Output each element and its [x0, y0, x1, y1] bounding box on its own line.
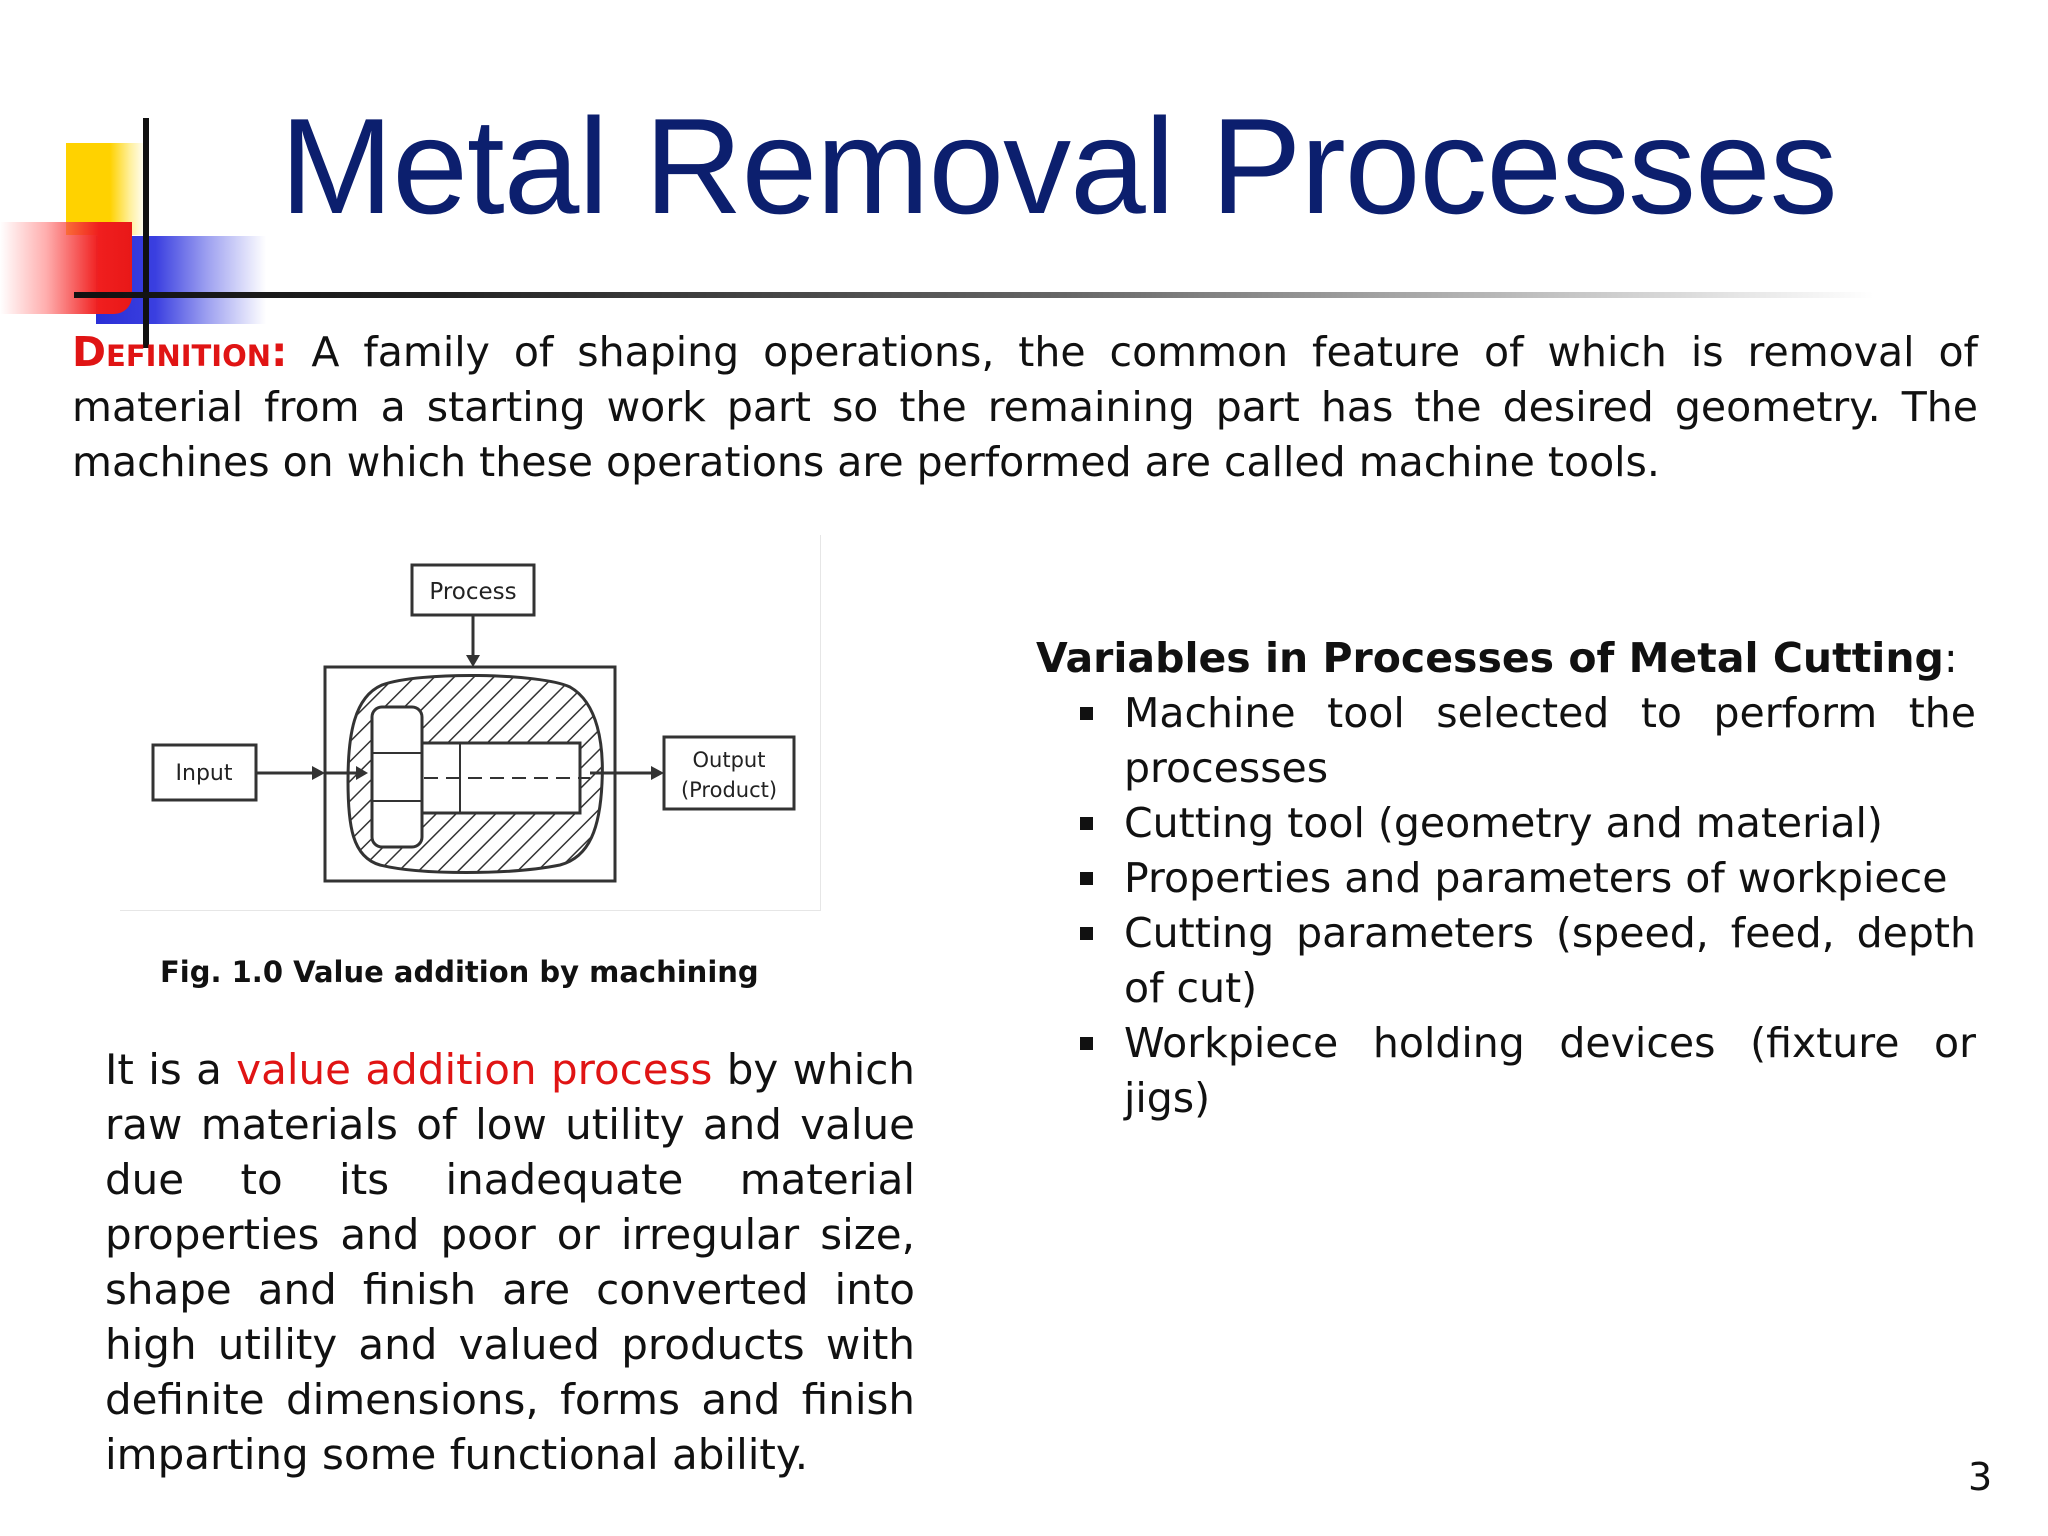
square-bullet-icon — [1080, 872, 1093, 885]
variables-heading-text: Variables in Processes of Metal Cutting — [1036, 634, 1944, 682]
figure-caption: Fig. 1.0 Value addition by machining — [160, 955, 759, 989]
variables-section: Variables in Processes of Metal Cutting:… — [1036, 630, 1976, 1126]
list-item: Machine tool selected to perform the pro… — [1036, 686, 1976, 796]
output-product-label: (Product) — [681, 778, 777, 802]
process-label: Process — [429, 579, 516, 605]
value-addition-paragraph: It is a value addition process by which … — [105, 1042, 915, 1482]
square-bullet-icon — [1080, 927, 1093, 940]
title-underline — [74, 292, 1874, 298]
variables-list: Machine tool selected to perform the pro… — [1036, 686, 1976, 1126]
decor-yellow-square — [66, 143, 146, 235]
value-text-suffix: by which raw materials of low utility an… — [105, 1045, 915, 1479]
list-item: Cutting parameters (speed, feed, depth o… — [1036, 906, 1976, 1016]
definition-text: A family of shaping operations, the comm… — [72, 328, 1978, 486]
variables-heading: Variables in Processes of Metal Cutting: — [1036, 630, 1976, 686]
list-item: Cutting tool (geometry and material) — [1036, 796, 1976, 851]
list-item-text: Workpiece holding devices (fixture or ji… — [1124, 1019, 1976, 1122]
output-box — [662, 735, 796, 811]
list-item-text: Machine tool selected to perform the pro… — [1124, 689, 1976, 792]
definition-paragraph: Definition: A family of shaping operatio… — [72, 325, 1978, 490]
corner-decoration — [0, 0, 300, 348]
value-text-highlight: value addition process — [236, 1045, 713, 1094]
process-arrowhead — [466, 655, 480, 667]
value-addition-figure: Process Input Output (Product) — [120, 535, 821, 911]
output-label: Output — [693, 748, 766, 772]
input-arrowhead — [312, 766, 325, 780]
input-box — [151, 743, 258, 802]
value-text-prefix: It is a — [105, 1045, 237, 1094]
decor-red-square — [0, 222, 132, 314]
bolt-head — [370, 705, 424, 849]
input-label: Input — [176, 761, 233, 786]
square-bullet-icon — [1080, 707, 1093, 720]
list-item-text: Properties and parameters of workpiece — [1124, 854, 1948, 902]
list-item: Workpiece holding devices (fixture or ji… — [1036, 1016, 1976, 1126]
square-bullet-icon — [1080, 817, 1093, 830]
variables-heading-colon: : — [1943, 634, 1958, 682]
definition-label: Definition: — [72, 328, 288, 376]
decor-vertical-line — [143, 118, 149, 348]
square-bullet-icon — [1080, 1037, 1093, 1050]
machining-diagram: Process Input Output (Product) — [151, 563, 796, 883]
page-number: 3 — [1968, 1455, 1993, 1499]
list-item-text: Cutting parameters (speed, feed, depth o… — [1124, 909, 1976, 1012]
slide-title: Metal Removal Processes — [280, 90, 1838, 242]
output-arrowhead — [651, 766, 664, 780]
list-item: Properties and parameters of workpiece — [1036, 851, 1976, 906]
list-item-text: Cutting tool (geometry and material) — [1124, 799, 1883, 847]
